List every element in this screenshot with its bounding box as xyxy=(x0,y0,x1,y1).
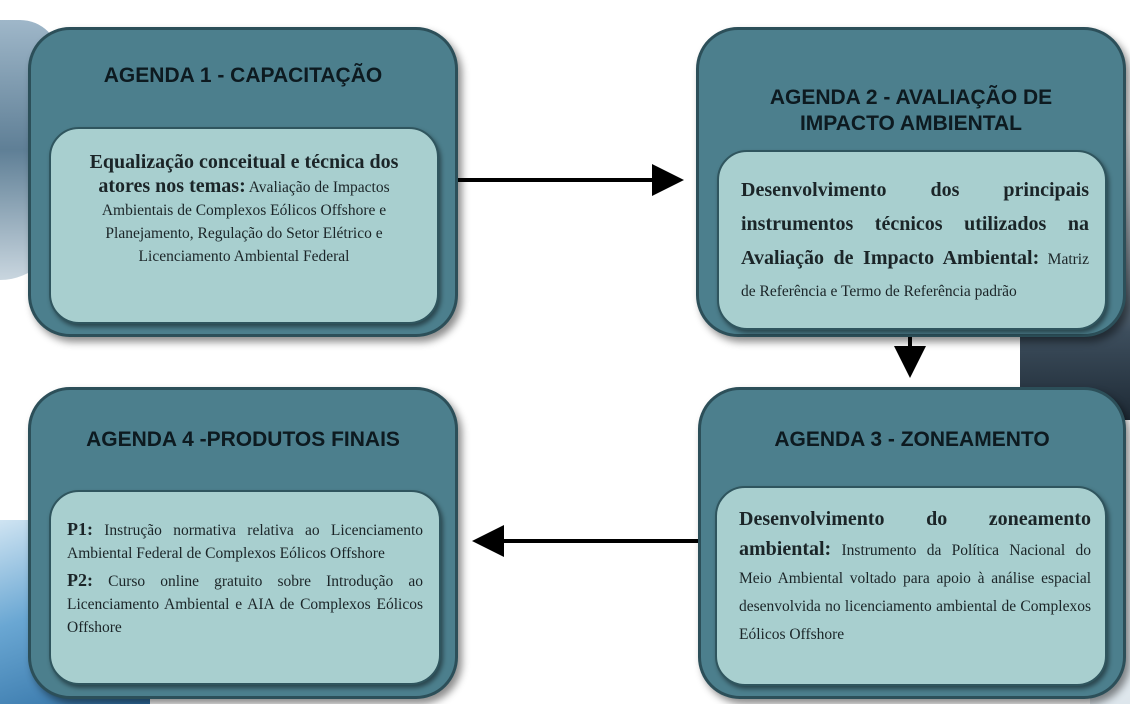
agenda-2-content: Desenvolvimento dos principais instrumen… xyxy=(717,150,1107,330)
agenda-1-content: Equalização conceitual e técnica dos ato… xyxy=(49,127,439,324)
agenda-2-body: Matriz de Referência e Termo de Referênc… xyxy=(741,251,1089,300)
agenda-2-lead: Desenvolvimento dos principais instrumen… xyxy=(741,179,1089,269)
agenda-3-content: Desenvolvimento do zoneamento ambiental:… xyxy=(715,486,1107,686)
agenda-4-box: AGENDA 4 -PRODUTOS FINAIS P1: Instrução … xyxy=(28,387,458,699)
agenda-2-title-line-2: IMPACTO AMBIENTAL xyxy=(799,112,1023,135)
agenda-1-body: Avaliação de Impactos Ambientais de Comp… xyxy=(101,179,390,265)
product-1-label: P1: xyxy=(67,519,93,539)
agenda-4-title: AGENDA 4 -PRODUTOS FINAIS xyxy=(86,428,400,451)
agenda-2-title-line-1: AGENDA 2 - AVALIAÇÃO DE xyxy=(769,86,1053,109)
product-2-text: Curso online gratuito sobre Introdução a… xyxy=(67,573,424,636)
agenda-2-box: AGENDA 2 - AVALIAÇÃO DE IMPACTO AMBIENTA… xyxy=(696,27,1126,337)
product-2-label: P2: xyxy=(67,570,93,590)
agenda-1-lead: Equalização conceitual e técnica dos ato… xyxy=(89,151,399,197)
agenda-3-lead: Desenvolvimento do zoneamento ambiental: xyxy=(739,508,1091,560)
product-1: P1: Instrução normativa relativa ao Lice… xyxy=(67,518,423,565)
agenda-3-title: AGENDA 3 - ZONEAMENTO xyxy=(774,428,1050,451)
agenda-4-content: P1: Instrução normativa relativa ao Lice… xyxy=(49,490,441,685)
product-2: P2: Curso online gratuito sobre Introduç… xyxy=(67,569,423,639)
agenda-1-box: AGENDA 1 - CAPACITAÇÃO Equalização conce… xyxy=(28,27,458,337)
agenda-3-body: Instrumento da Política Nacional do Meio… xyxy=(739,542,1091,643)
product-1-text: Instrução normativa relativa ao Licencia… xyxy=(67,522,424,562)
agenda-1-title: AGENDA 1 - CAPACITAÇÃO xyxy=(103,64,383,87)
agenda-3-box: AGENDA 3 - ZONEAMENTO Desenvolvimento do… xyxy=(698,387,1126,699)
agenda-2-title: AGENDA 2 - AVALIAÇÃO DE IMPACTO AMBIENTA… xyxy=(699,85,1123,137)
